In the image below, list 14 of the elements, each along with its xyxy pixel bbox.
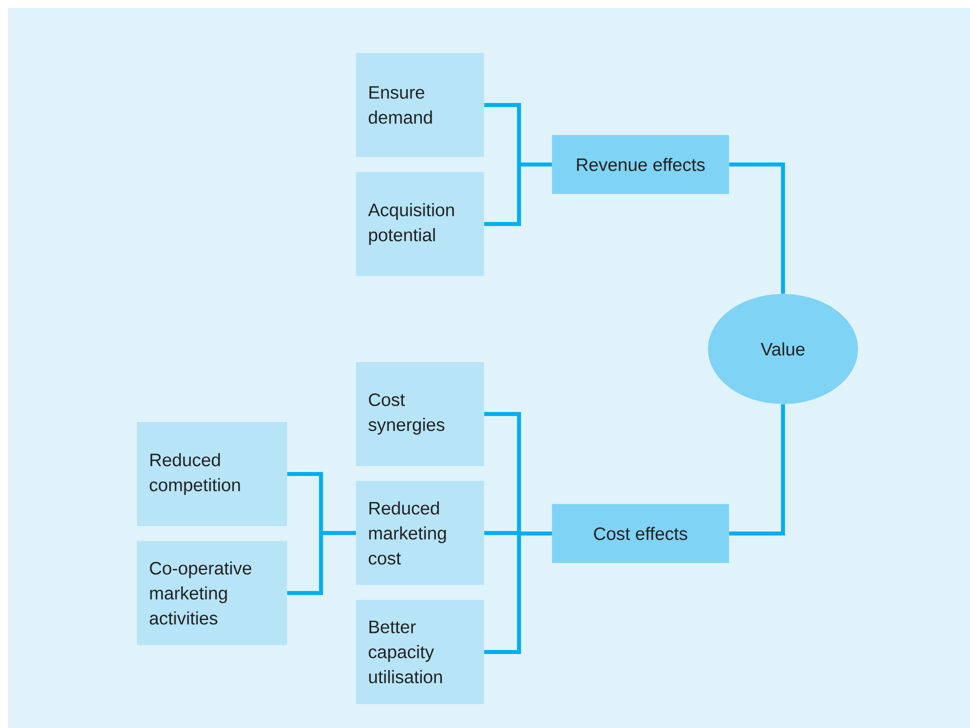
connector-line — [287, 531, 356, 595]
connector-line — [484, 532, 552, 654]
connector-line — [729, 404, 785, 536]
text-box: Co-operative marketing activities — [137, 541, 287, 645]
effect-box: Revenue effects — [552, 135, 729, 194]
text-box: Cost synergies — [356, 362, 484, 466]
text-box: Ensure demand — [356, 53, 484, 157]
effect-box: Cost effects — [552, 504, 729, 563]
text-box: Reduced marketing cost — [356, 481, 484, 585]
text-box: Better capacity utilisation — [356, 600, 484, 704]
connector-line — [484, 162, 552, 226]
text-box: Acquisition potential — [356, 172, 484, 276]
text-box: Reduced competition — [137, 422, 287, 526]
connector-line — [729, 162, 785, 294]
